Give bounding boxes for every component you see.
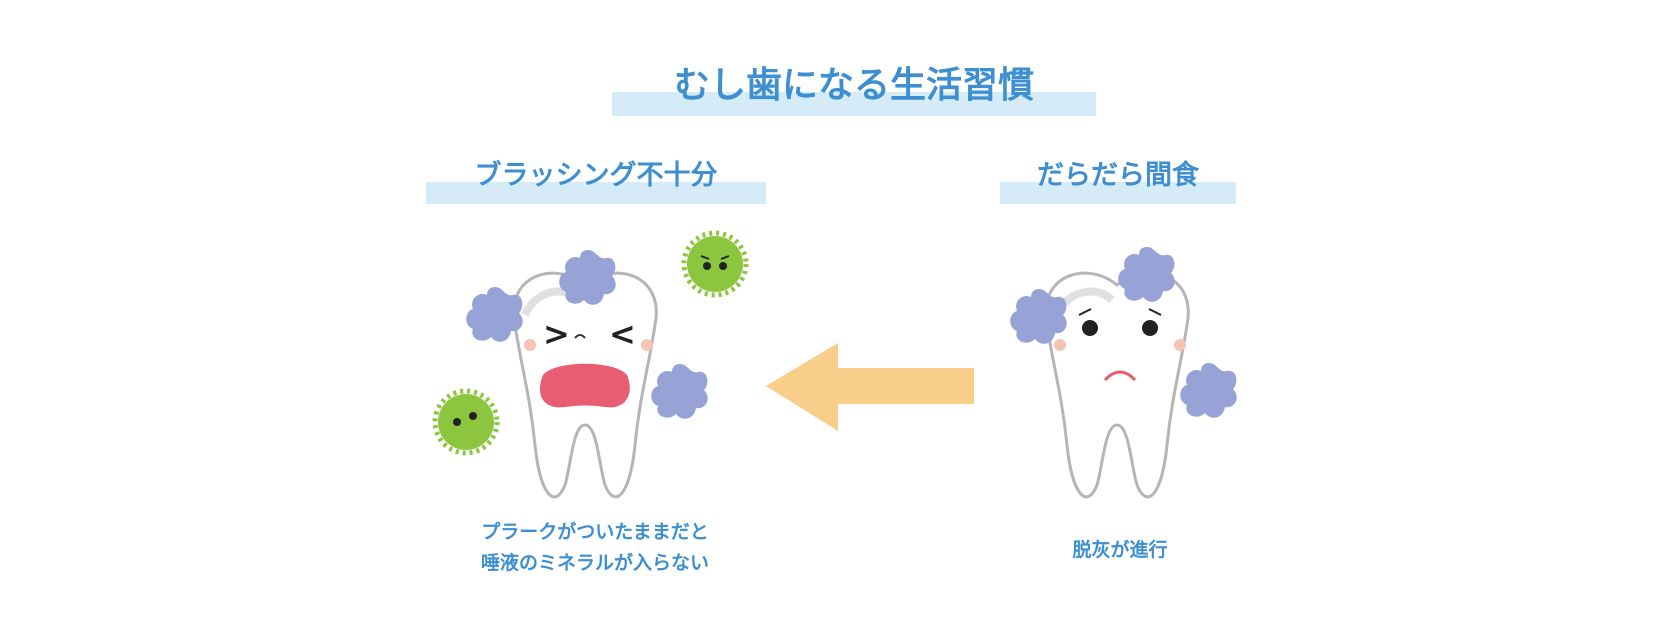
heading-highlight	[426, 182, 766, 204]
page-title: むし歯になる生活習慣	[612, 64, 1096, 116]
heading-text: ブラッシング不十分	[474, 160, 718, 191]
heading-snacking: だらだら間食	[1000, 156, 1236, 204]
svg-text:>: >	[543, 315, 570, 353]
caption-plaque: プラークがついたままだと 唾液のミネラルが入らない	[420, 517, 770, 579]
open-mouth	[539, 363, 630, 408]
title-highlight	[612, 92, 1096, 116]
heading-text: だらだら間食	[1037, 160, 1199, 191]
tooth-body	[1044, 271, 1190, 499]
plaque-icon	[466, 287, 523, 342]
caption-demineralization: 脱灰が進行	[1020, 535, 1220, 566]
title-text: むし歯になる生活習慣	[673, 65, 1034, 106]
caption-line: 唾液のミネラルが入らない	[480, 552, 709, 574]
germ-icon	[435, 391, 497, 453]
tooth-worried	[1010, 247, 1237, 499]
caption-line: プラークがついたままだと	[481, 521, 709, 543]
heading-insufficient-brushing: ブラッシング不十分	[426, 156, 766, 204]
germ-icon	[684, 233, 746, 295]
plaque-icon	[651, 364, 708, 419]
heading-highlight	[1000, 182, 1236, 204]
plaque-icon	[1180, 363, 1237, 418]
arrow-left-icon	[766, 343, 974, 431]
svg-text:<: <	[609, 315, 636, 353]
caption-line: 脱灰が進行	[1072, 539, 1168, 561]
tooth-in-pain: > <	[466, 250, 708, 499]
